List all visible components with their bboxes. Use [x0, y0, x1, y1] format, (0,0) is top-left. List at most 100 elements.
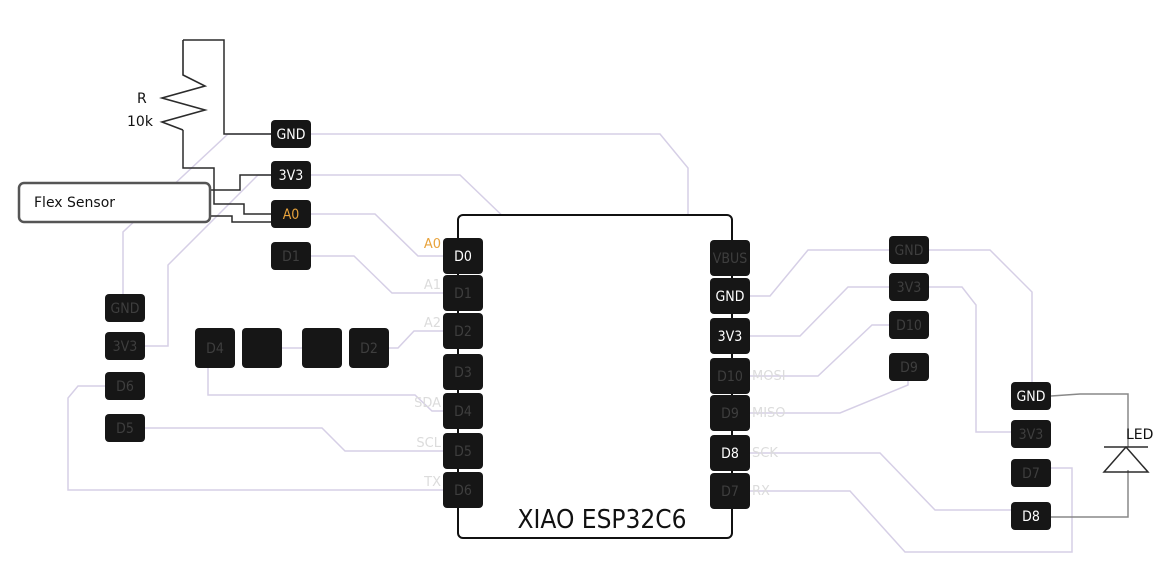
led-label: LED — [1126, 427, 1153, 443]
pin-body — [710, 318, 750, 354]
pin-body — [349, 328, 389, 368]
pin-label: D2 — [360, 341, 378, 357]
pin-label: GND — [895, 243, 924, 259]
dark-wires — [182, 39, 271, 223]
pin-body — [443, 238, 483, 274]
led-symbol: LED — [1102, 427, 1153, 473]
flex-sensor-body — [17, 181, 212, 224]
pin-body — [105, 332, 145, 360]
pin-middle-header-0-d4: D4 — [195, 328, 235, 368]
pin-body — [105, 414, 145, 442]
wire-right-3v3-led-3v3 — [929, 286, 1011, 433]
pin-label: 3V3 — [1019, 427, 1044, 443]
pin-label: D4 — [454, 404, 472, 420]
pin-label: 3V3 — [113, 339, 138, 355]
resistor: R 10k — [127, 40, 208, 131]
alt-label-mosi: MOSI — [752, 369, 786, 384]
pin-body — [271, 161, 311, 189]
pin-board-left-d0: D0 — [443, 238, 483, 274]
pin-board-left-d3: D3 — [443, 354, 483, 390]
pin-middle-header-2-blank — [302, 328, 342, 368]
alt-label-a1: A1 — [424, 278, 441, 293]
wire-flex-a0-board-d0 — [311, 213, 443, 257]
pin-body — [105, 372, 145, 400]
pin-body — [302, 328, 342, 368]
pin-label: 3V3 — [279, 168, 304, 184]
pin-label: GND — [277, 127, 306, 143]
resistor-zigzag-icon — [159, 40, 208, 131]
wire-board-d8-led-d8 — [750, 452, 1011, 511]
pin-body — [710, 395, 750, 431]
pin-body — [889, 273, 929, 301]
pin-middle-header-1-blank — [242, 328, 282, 368]
pin-body — [1011, 502, 1051, 530]
pin-label: D8 — [1022, 509, 1040, 525]
wire-led-gnd — [1050, 393, 1129, 447]
pin-right-header-gnd: GND — [889, 236, 929, 264]
wire-resistor-top — [183, 39, 271, 135]
pin-label: GND — [716, 289, 745, 305]
pin-body — [242, 328, 282, 368]
pin-body — [889, 311, 929, 339]
pin-label: D3 — [454, 365, 472, 381]
pin-body — [1011, 459, 1051, 487]
pin-label: D8 — [721, 446, 739, 462]
pin-layer: D0D1D2D3D4D5D6VBUSGND3V3D10D9D8D7GND3V3A… — [105, 120, 1051, 530]
pin-body — [443, 433, 483, 469]
pin-label: D5 — [116, 421, 134, 437]
pin-label: D10 — [896, 318, 922, 334]
pin-label: 3V3 — [718, 329, 743, 345]
pin-board-right-d7: D7 — [710, 473, 750, 509]
pin-label: GND — [1017, 389, 1046, 405]
pin-right-header-d10: D10 — [889, 311, 929, 339]
alt-label-a2: A2 — [424, 316, 441, 331]
pin-right-header-d9: D9 — [889, 353, 929, 381]
wire-right-d10 — [750, 324, 889, 377]
pin-body — [710, 473, 750, 509]
pin-board-right-d9: D9 — [710, 395, 750, 431]
wire-board-d7-led-d7 — [750, 467, 1073, 553]
wire-left-d6 — [67, 385, 443, 491]
pin-flex-3v3: 3V3 — [271, 161, 311, 189]
pin-body — [105, 294, 145, 322]
pin-label: GND — [111, 301, 140, 317]
pin-label: VBUS — [713, 251, 747, 267]
pin-body — [443, 354, 483, 390]
flex-sensor-label: Flex Sensor — [34, 195, 115, 211]
pin-label: D7 — [721, 484, 739, 500]
wire-flex-d1-board-d1 — [311, 255, 443, 294]
pin-label: D9 — [721, 406, 739, 422]
wire-right-d9 — [750, 380, 909, 414]
pin-left-header-d5: D5 — [105, 414, 145, 442]
led-wires — [1050, 393, 1129, 518]
pin-middle-header-3-d2: D2 — [349, 328, 389, 368]
pin-led-d7: D7 — [1011, 459, 1051, 487]
pin-body — [710, 278, 750, 314]
resistor-name: R — [137, 91, 147, 107]
wire-left-d5 — [145, 427, 443, 452]
pin-body — [443, 275, 483, 311]
pin-label: D0 — [454, 249, 472, 265]
pin-body — [889, 353, 929, 381]
alt-label-scl: SCL — [416, 436, 441, 451]
pin-label: D5 — [454, 444, 472, 460]
pin-label: A0 — [283, 207, 300, 223]
pin-left-header-gnd: GND — [105, 294, 145, 322]
pin-body — [443, 472, 483, 508]
alt-label-sck: SCK — [752, 446, 778, 461]
wire-flex-sensor-a0 — [210, 215, 271, 223]
pin-board-right-3v3: 3V3 — [710, 318, 750, 354]
pin-body — [443, 313, 483, 349]
pin-label: D9 — [900, 360, 918, 376]
alt-label-sda: SDA — [414, 396, 441, 411]
pin-board-left-d4: D4 — [443, 393, 483, 429]
led-diode-icon — [1102, 445, 1150, 473]
pin-label: D10 — [717, 369, 743, 385]
pin-board-left-d5: D5 — [443, 433, 483, 469]
pin-body — [443, 393, 483, 429]
wire-flex-sensor-3v3 — [210, 174, 271, 191]
pin-body — [710, 435, 750, 471]
pin-label: D6 — [116, 379, 134, 395]
